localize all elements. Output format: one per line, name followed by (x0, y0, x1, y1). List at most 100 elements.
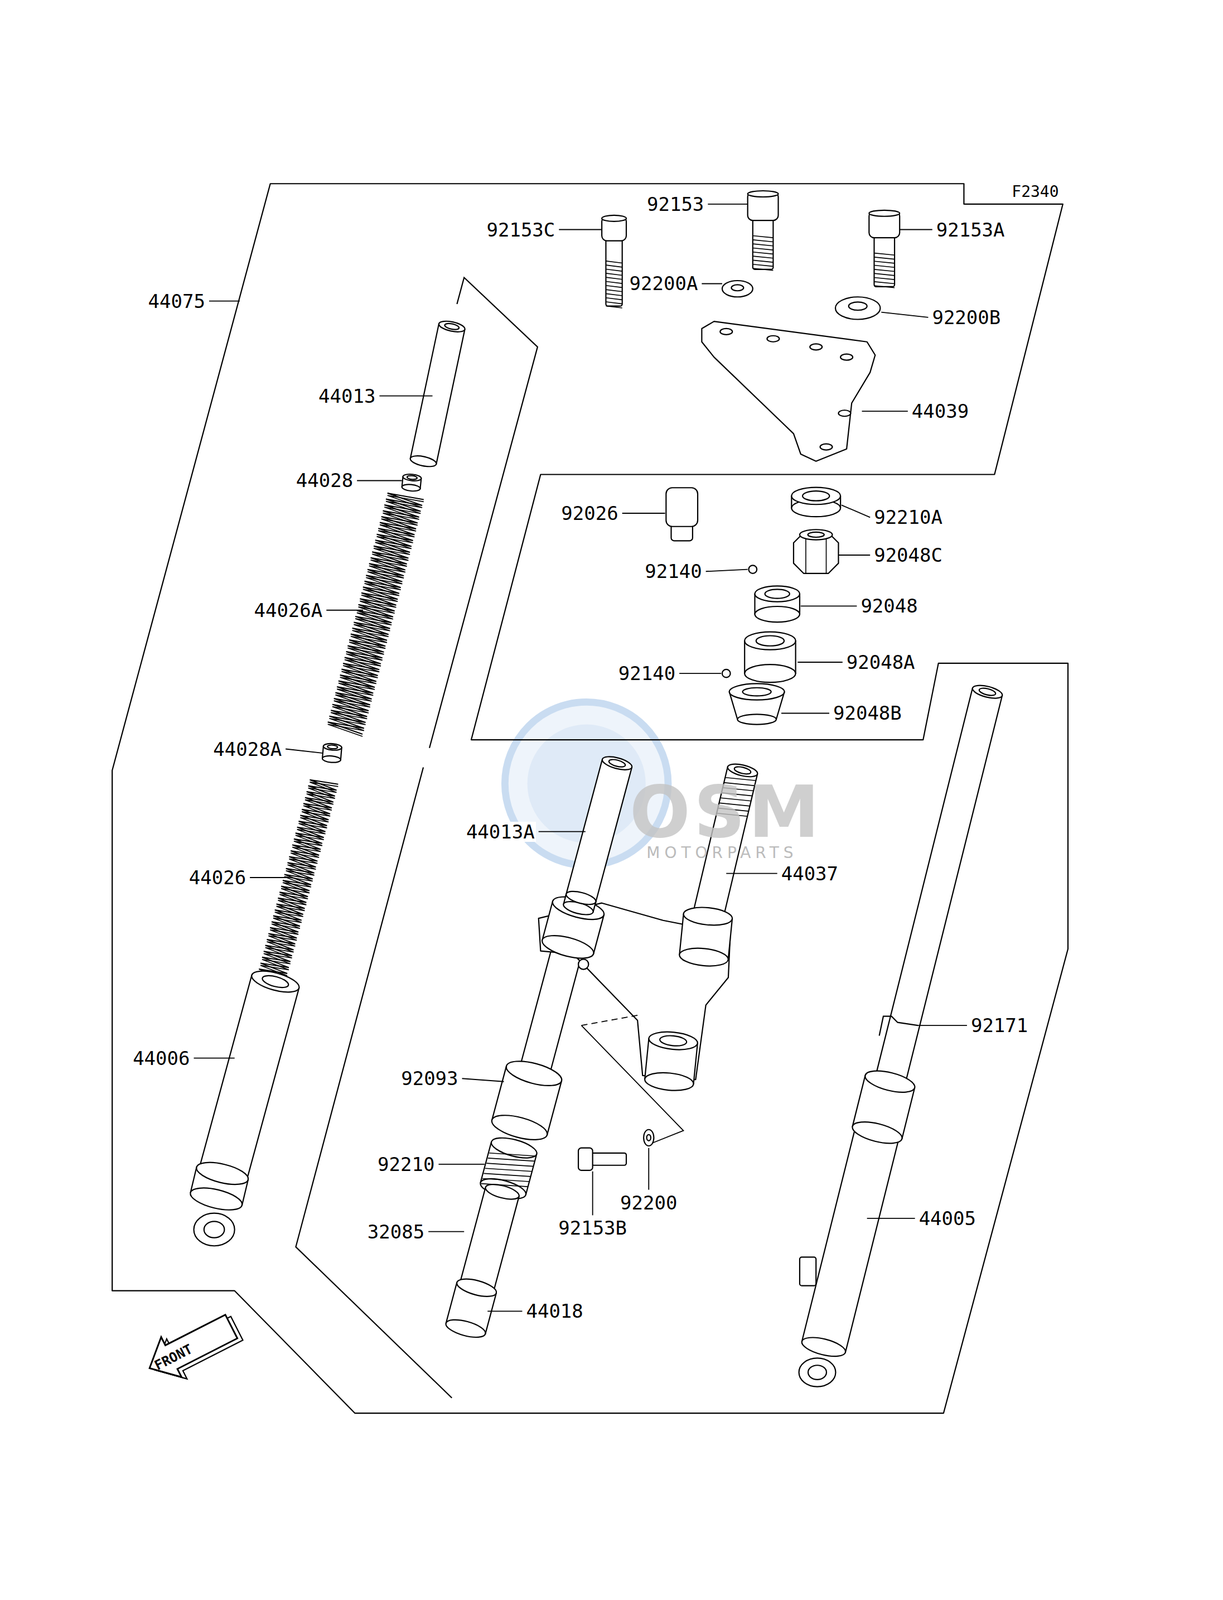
callout-number: 92048C (872, 544, 944, 565)
cap (665, 487, 698, 527)
bolt-thread (605, 268, 622, 272)
fork-tube-bore (443, 322, 460, 331)
label-wrap: 92048A (845, 651, 917, 673)
bolt-thread (752, 264, 774, 267)
direction-label: FRONT (152, 1341, 195, 1372)
label-wrap: 44026A (252, 600, 324, 621)
fork-tube-end (409, 453, 438, 469)
label-wrap: 92093 (399, 1067, 459, 1089)
bearing-race-bore (765, 588, 790, 598)
bracket-hole (840, 354, 853, 361)
nut-bore (808, 532, 825, 538)
ring-thread (483, 1172, 531, 1176)
bolt-thread (752, 252, 774, 255)
bolt-thread (605, 281, 622, 284)
leader-line (438, 1163, 485, 1165)
label-wrap: 44028 (295, 470, 355, 491)
callout-number: 92153 (645, 194, 705, 215)
label-wrap: 92171 (969, 1014, 1029, 1036)
bolt-head-top (747, 190, 779, 197)
race-top (729, 683, 785, 700)
bracket-clamp-end (539, 930, 596, 963)
fork-seal-band-top (863, 1066, 917, 1096)
leader-line (558, 229, 602, 231)
fork-band-end (188, 1183, 245, 1215)
label-wrap: F2340 (1010, 183, 1060, 201)
fork-outer-tube-end (799, 1333, 848, 1360)
callout-number: 92093 (399, 1067, 459, 1089)
watermark-text: MOTORPARTS (646, 844, 798, 861)
fork-outer-tube-bore (260, 973, 290, 990)
bolt-thread (752, 247, 774, 250)
fork-outer-tube (192, 974, 299, 1206)
bolt-thread (873, 285, 895, 288)
label-wrap: 92048 (859, 595, 919, 616)
callout-number: 44005 (917, 1207, 978, 1229)
bolt-thread (873, 260, 895, 264)
bracket-collar-top (682, 905, 733, 927)
bolt-thread (873, 277, 895, 280)
callout-number: 44026A (252, 600, 324, 621)
label-wrap: 92210A (872, 506, 944, 528)
bearing-race-end (754, 606, 800, 622)
label-wrap: MOTORPARTS (646, 844, 798, 861)
bolt-thread (752, 243, 774, 246)
clip (879, 1016, 919, 1036)
fork-seal-top (503, 1056, 564, 1091)
bolt-thread (873, 265, 895, 268)
fork-outer-tube-top (249, 966, 302, 997)
bolt-thread (605, 260, 622, 264)
leader-line (592, 1171, 594, 1216)
axle-eye-hole (808, 1364, 827, 1380)
washer (722, 280, 753, 297)
upper-bracket (701, 321, 876, 462)
bolt-shank (605, 238, 622, 307)
leader-line (867, 1217, 916, 1219)
leader-line (707, 203, 748, 205)
damper-rod-top (484, 1181, 521, 1202)
steel-ball (722, 669, 731, 678)
label-wrap: OSM (629, 776, 823, 848)
bolt-thread (873, 273, 895, 276)
nut-top (799, 529, 833, 540)
bolt-thread (605, 301, 622, 304)
washer-hole (848, 301, 868, 311)
bracket-boss-end (644, 1070, 695, 1092)
inner-tube-stub-top (564, 888, 598, 907)
race-bore (742, 687, 772, 696)
leader-line (285, 748, 323, 753)
bolt-thread (605, 289, 622, 292)
callout-number: 44039 (910, 400, 970, 422)
leader-line (838, 554, 870, 556)
callout-number: 44028 (295, 470, 355, 491)
callout-number: 44013 (317, 385, 377, 406)
bearing-race-top (754, 585, 800, 602)
nut-edge (805, 534, 807, 574)
bolt-thread (873, 269, 895, 272)
leader-line (797, 661, 843, 663)
callout-number: 92048A (845, 651, 917, 673)
label-wrap: 44018 (524, 1300, 584, 1321)
label-wrap: 92200 (619, 1192, 679, 1213)
label-wrap: 92153B (557, 1217, 628, 1238)
label-wrap: 44006 (131, 1047, 191, 1068)
bolt-thread (873, 257, 895, 260)
washer (835, 296, 881, 319)
bolt-shank (752, 218, 774, 269)
leader-line (428, 1230, 464, 1232)
callout-number: 92171 (969, 1014, 1029, 1036)
callout-number: 44026 (187, 867, 248, 888)
leader-line (487, 1309, 522, 1312)
callout-number: 92200 (619, 1192, 679, 1213)
callout-number: 44075 (147, 291, 207, 312)
callout-number: 44028A (211, 738, 283, 760)
callout-number: 44018 (524, 1300, 584, 1321)
ring-thread (489, 1152, 536, 1156)
ring-thread (486, 1162, 534, 1166)
bearing-bore (756, 635, 785, 646)
leader-line (800, 605, 858, 607)
label-wrap: 92048B (832, 702, 903, 723)
label-wrap: 92153A (935, 219, 1007, 240)
bolt-head (578, 1147, 593, 1171)
